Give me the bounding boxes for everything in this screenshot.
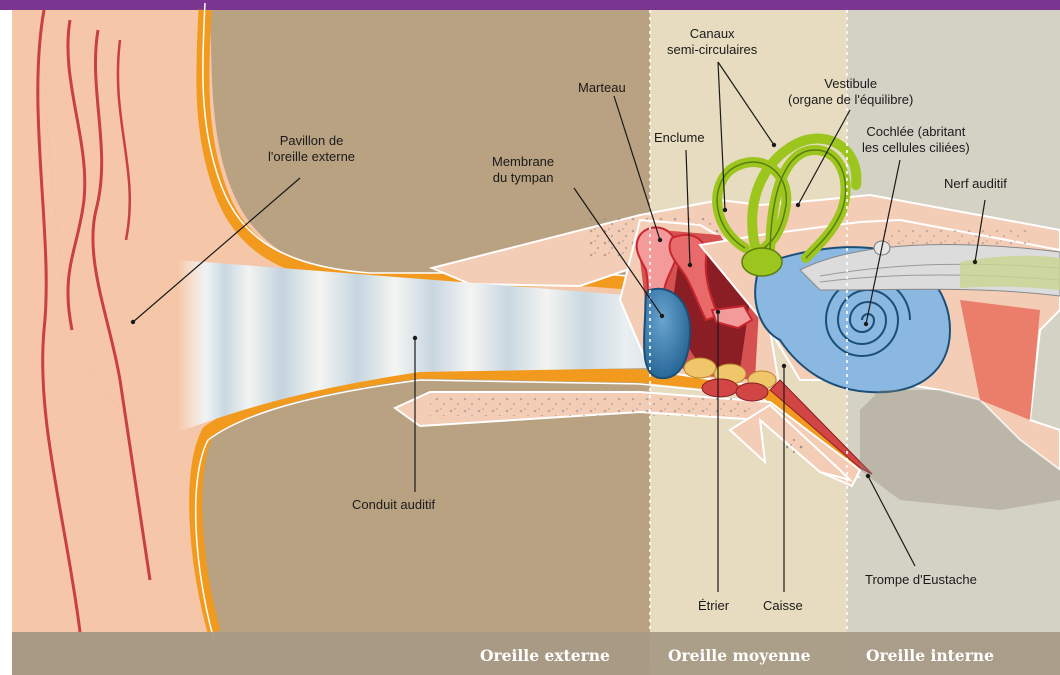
label-nerf-auditif: Nerf auditif: [944, 176, 1007, 192]
zone-label-oreille-interne: Oreille interne: [866, 640, 994, 672]
label-etrier: Étrier: [698, 598, 729, 614]
label-canaux: Canaux semi-circulaires: [667, 26, 757, 58]
eardrum: [644, 289, 690, 378]
zone-label-oreille-moyenne: Oreille moyenne: [668, 640, 810, 672]
label-conduit-auditif: Conduit auditif: [352, 497, 435, 513]
vestibule-body: [742, 248, 782, 276]
label-pavillon: Pavillon de l'oreille externe: [268, 133, 355, 165]
header-strip: [0, 0, 1060, 10]
label-enclume: Enclume: [654, 130, 705, 146]
zone-label-oreille-externe: Oreille externe: [480, 640, 610, 672]
label-caisse: Caisse: [763, 598, 803, 614]
label-cochlee: Cochlée (abritant les cellules ciliées): [862, 124, 970, 156]
label-membrane-tympan: Membrane du tympan: [492, 154, 554, 186]
label-trompe-eustache: Trompe d'Eustache: [865, 572, 977, 588]
label-vestibule: Vestibule (organe de l'équilibre): [788, 76, 913, 108]
label-marteau: Marteau: [578, 80, 626, 96]
